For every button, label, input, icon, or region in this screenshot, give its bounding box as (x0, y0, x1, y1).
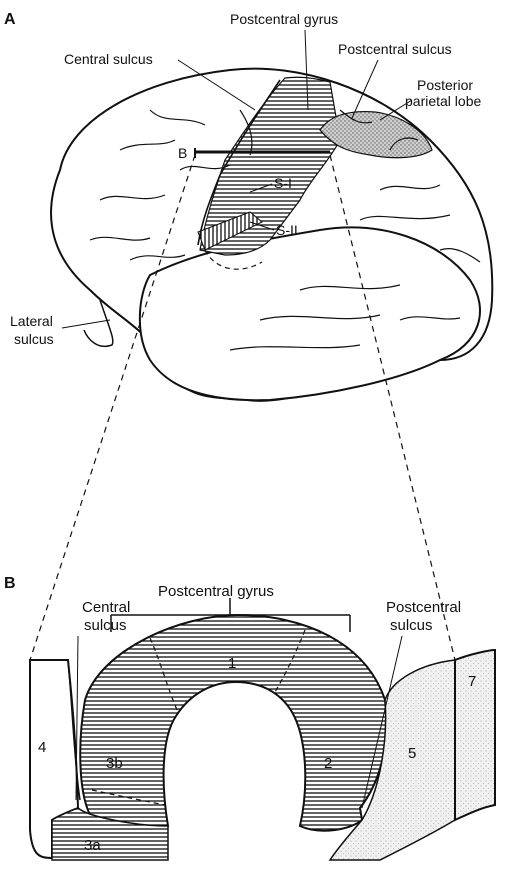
label-lateral-line2: sulcus (14, 331, 54, 347)
label-posterior-line1: Posterior (417, 77, 473, 93)
label-area-5: 5 (408, 745, 416, 762)
label-postcentral-line1: Postcentral (386, 599, 461, 616)
label-posterior-line2: parietal lobe (405, 93, 481, 109)
label-area-3b: 3b (106, 755, 123, 772)
label-area-7: 7 (468, 673, 476, 690)
label-area-3a: 3a (84, 837, 101, 854)
label-central-line2: sulcus (84, 617, 127, 634)
label-s2: S-II (276, 222, 298, 238)
label-s1: S-I (274, 175, 292, 191)
panel-a: A (4, 11, 492, 660)
label-area-2: 2 (324, 755, 332, 772)
label-postcentral-line2: sulcus (390, 617, 433, 634)
label-postcentral-gyrus-b: Postcentral gyrus (158, 583, 274, 600)
label-lateral-line1: Lateral (10, 313, 53, 329)
label-postcentral-gyrus-a: Postcentral gyrus (230, 11, 338, 27)
label-section-marker-b: B (178, 145, 187, 161)
panel-b: B Postcentral gyrus Central sulcu (4, 575, 495, 860)
label-central-line1: Central (82, 599, 130, 616)
postcentral-gyrus-section (80, 615, 386, 832)
label-postcentral-sulcus-a: Postcentral sulcus (338, 41, 452, 57)
brain-lateral-view (51, 69, 492, 401)
label-area-4: 4 (38, 739, 46, 756)
panel-a-letter: A (4, 11, 16, 28)
panel-b-letter: B (4, 575, 16, 592)
label-central-sulcus-a: Central sulcus (64, 51, 153, 67)
label-area-1: 1 (228, 655, 236, 672)
